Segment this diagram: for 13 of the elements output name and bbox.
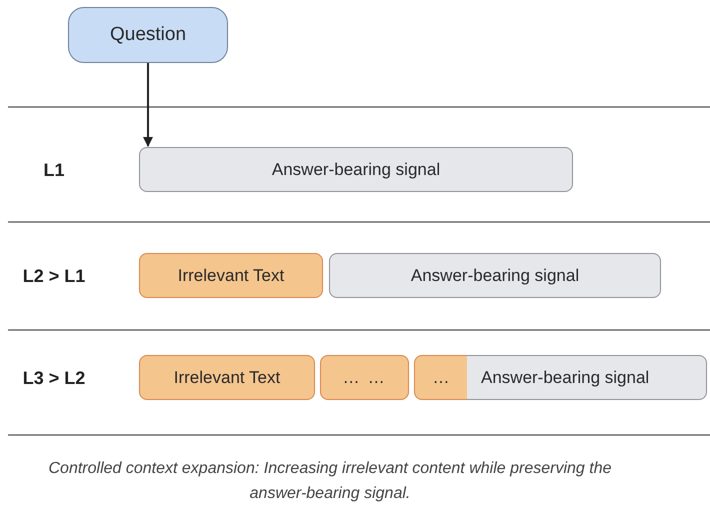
level-label: L3 > L2 xyxy=(22,367,86,389)
caption: Controlled context expansion: Increasing irrelevant content while preserving the answer-bearing signal. xyxy=(48,459,612,504)
signal-box: Answer-bearing signal xyxy=(139,147,573,192)
ellipsis-box: … xyxy=(414,355,467,400)
level-label: L2 > L1 xyxy=(22,265,86,287)
arrow xyxy=(143,63,153,147)
level-label: L1 xyxy=(42,159,66,181)
question-box: Question xyxy=(68,7,228,63)
signal-box: Answer-bearing signal xyxy=(467,355,707,400)
signal-box: Answer-bearing signal xyxy=(329,253,661,298)
irrelevant-text-box: Irrelevant Text xyxy=(139,253,323,298)
irrelevant-text-box: Irrelevant Text xyxy=(139,355,315,400)
ellipsis-box: … … xyxy=(320,355,409,400)
